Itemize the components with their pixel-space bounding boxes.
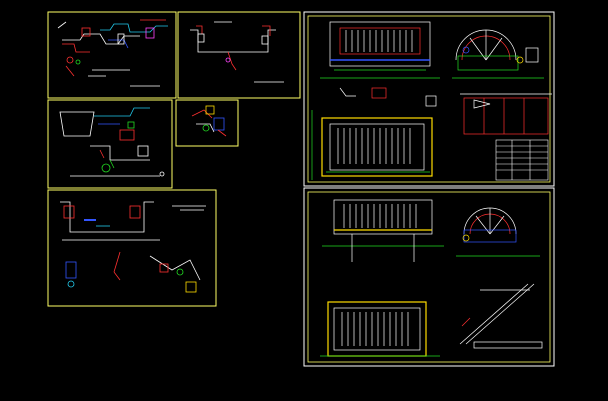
sheet-outer-frame: [303, 11, 555, 187]
sheet-bottom-left[interactable]: [47, 189, 217, 307]
tank-section-diagram: [190, 21, 284, 83]
filter-press-elevation: [320, 21, 440, 99]
sheet-top-left-2[interactable]: [177, 11, 301, 99]
process-flow-diagram: [57, 19, 168, 87]
sludge-line-diagram: [60, 201, 206, 293]
sheet-right-bottom[interactable]: [303, 187, 555, 367]
settling-tank-diagram: [59, 107, 165, 177]
filter-press-elevation-2: [322, 199, 444, 262]
sheet-outer-frame: [303, 187, 555, 367]
filter-press-plan-view-2: [320, 301, 440, 357]
foundation-grid: [425, 93, 552, 135]
filter-press-side-view-2: [456, 207, 540, 257]
sheet-right-top[interactable]: [303, 11, 555, 187]
sheet-frame: [175, 99, 239, 147]
sheet-inner-frame: [307, 15, 551, 183]
sheet-frame: [47, 11, 177, 99]
sheet-mid-left-2[interactable]: [175, 99, 239, 147]
sheet-mid-left-1[interactable]: [47, 99, 173, 189]
pump-detail: [191, 105, 227, 137]
filter-press-plan-view: [311, 110, 433, 180]
ramp-slope-detail: [459, 283, 543, 349]
sheet-inner-frame: [307, 191, 551, 363]
sheet-frame: [47, 99, 173, 189]
sheet-frame: [177, 11, 301, 99]
title-block-table: [495, 139, 549, 181]
sheet-frame: [47, 189, 217, 307]
filter-press-side-view: [452, 29, 544, 79]
sheet-top-left-1[interactable]: [47, 11, 177, 99]
